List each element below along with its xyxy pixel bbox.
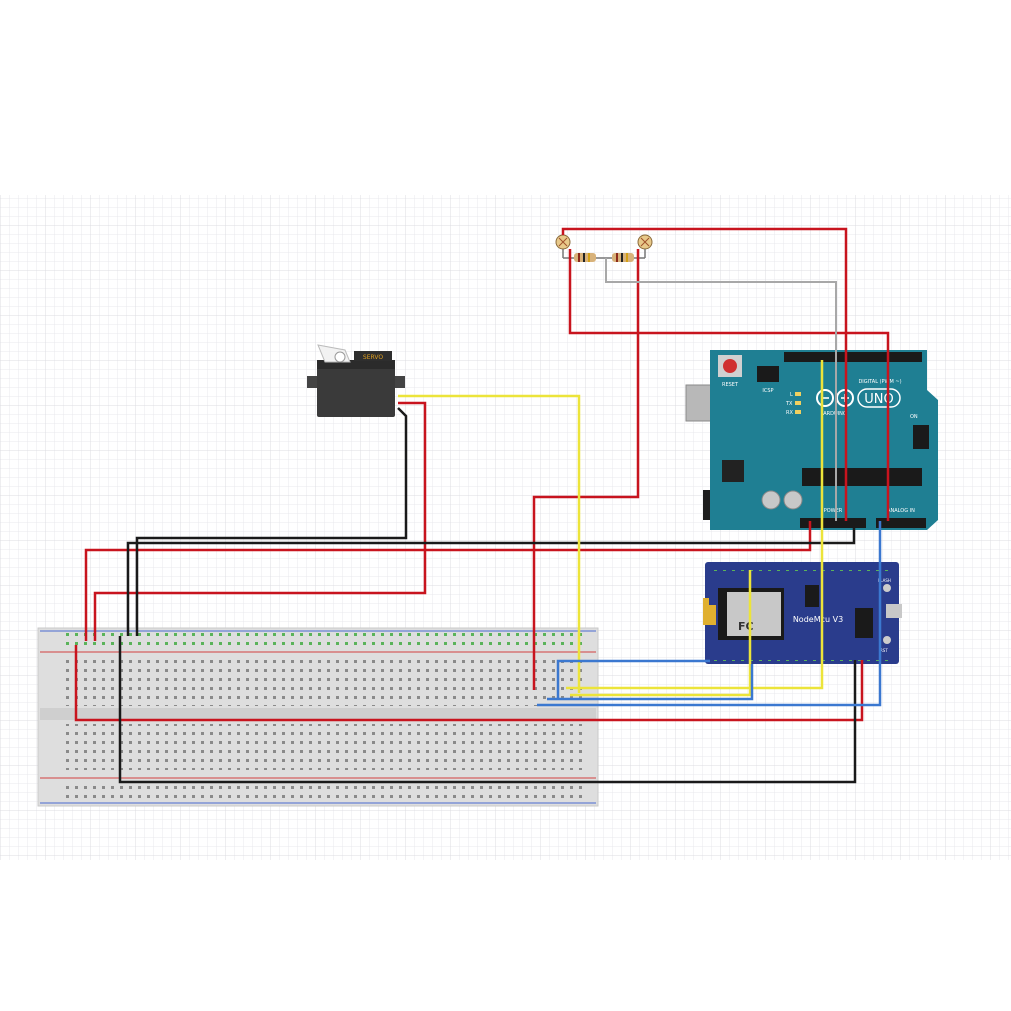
power-header bbox=[800, 518, 866, 528]
servo-motor: SERVO bbox=[307, 344, 405, 417]
flash-label: FLASH bbox=[878, 578, 891, 583]
wire-red-ldr-to-arduino bbox=[568, 249, 890, 521]
digital-label: DIGITAL (PWM ~) bbox=[858, 379, 901, 385]
servo-label: SERVO bbox=[363, 354, 383, 361]
wire-blue-arduino-analog bbox=[537, 521, 882, 707]
wires bbox=[74, 227, 890, 784]
wire-black-servo-ground bbox=[135, 407, 408, 636]
resistor-left bbox=[574, 253, 596, 262]
wire-red-arduino-5v bbox=[84, 521, 812, 641]
wire-blue-nodemcu-left bbox=[556, 659, 710, 698]
ldr-left bbox=[555, 234, 571, 250]
arduino-uno-board: RESET ICSP DIGITAL (PWM ~) L TX RX ARDUI… bbox=[685, 350, 938, 530]
nodemcu-label: NodeMcu V3 bbox=[793, 615, 843, 624]
rst-label: RST bbox=[880, 648, 888, 653]
wire-red-ldr-top bbox=[561, 227, 848, 521]
wire-yellow-nodemcu bbox=[570, 570, 752, 697]
wire-black-arduino-ground bbox=[126, 521, 856, 636]
arduino-model: UNO bbox=[864, 392, 893, 407]
on-label: ON bbox=[910, 414, 918, 420]
fcc-label: FC bbox=[738, 620, 754, 633]
icsp-label-top: ICSP bbox=[762, 388, 773, 394]
digital-header bbox=[784, 352, 922, 362]
atmega-chip bbox=[802, 468, 922, 486]
wire-yellow-servo-signal bbox=[398, 394, 581, 693]
rst-button[interactable] bbox=[883, 636, 891, 644]
analog-header bbox=[876, 518, 926, 528]
breadboard bbox=[37, 627, 599, 807]
reset-label: RESET bbox=[722, 382, 739, 388]
nodemcu-board: FC NodeMcu V3 FLASH RST bbox=[703, 562, 902, 664]
resistor-right bbox=[612, 253, 634, 262]
tx-label: TX bbox=[785, 401, 793, 407]
wire-red-nodemcu-power bbox=[74, 645, 864, 722]
analog-label: ANALOG IN bbox=[887, 508, 915, 514]
flash-button[interactable] bbox=[883, 584, 891, 592]
l-label: L bbox=[790, 392, 793, 398]
wire-black-nodemcu-ground bbox=[118, 636, 857, 784]
wire-red-servo-power bbox=[93, 401, 427, 641]
ldr-right bbox=[637, 234, 653, 250]
rx-label: RX bbox=[786, 410, 793, 416]
wire-gray-ldr-signal bbox=[605, 258, 837, 521]
wire-yellow-arduino bbox=[566, 360, 824, 690]
power-label: POWER bbox=[824, 508, 843, 514]
wire-blue-nodemcu-bottom bbox=[547, 664, 754, 701]
wire-red-ldr-to-breadboard bbox=[532, 249, 640, 690]
micro-usb-port bbox=[886, 604, 902, 618]
